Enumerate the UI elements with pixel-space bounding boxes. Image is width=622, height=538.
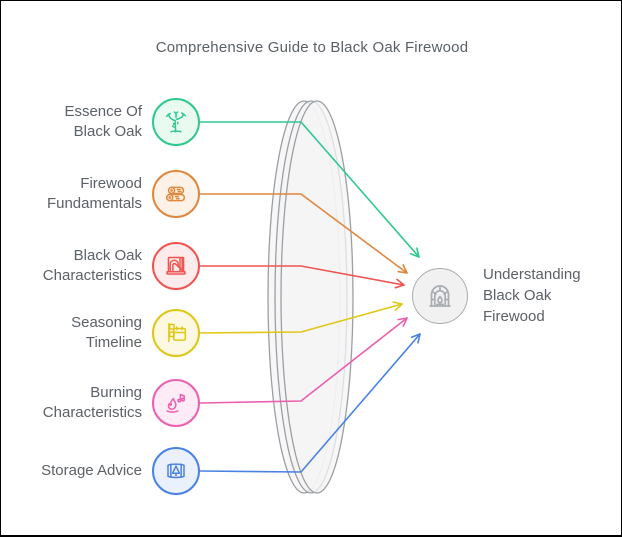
crackling-flame-icon: [166, 393, 186, 413]
topic-node-burning: [152, 379, 200, 427]
timeline-calendar-icon: [168, 322, 187, 343]
flow-arrow-seasoning: [199, 301, 403, 334]
topic-node-essence: [152, 98, 200, 146]
stacked-logs-icon: [165, 186, 186, 202]
topic-label: Firewood Fundamentals: [46, 175, 142, 212]
topic-row-essence: Essence Of Black Oak: [32, 98, 200, 146]
topic-label: Burning Characteristics: [42, 384, 142, 421]
fireplace-icon: [429, 285, 451, 307]
flow-arrow-fundamentals: [199, 193, 408, 274]
topic-row-storage: Storage Advice: [32, 447, 200, 495]
center-node-understanding: [412, 268, 468, 324]
oak-tree-icon: [165, 111, 187, 133]
lens-shape: [267, 100, 354, 494]
flow-arrow-essence: [199, 121, 420, 258]
topic-label: Black Oak Characteristics: [42, 247, 142, 284]
center-node-label: Understanding Black Oak Firewood: [483, 266, 581, 325]
topic-node-seasoning: [152, 309, 200, 357]
flow-arrow-storage: [199, 333, 421, 473]
flow-arrow-characteristics: [199, 265, 405, 289]
wood-grain-icon: [166, 256, 186, 275]
topic-node-characteristics: [152, 242, 200, 290]
topic-row-seasoning: Seasoning Timeline: [32, 309, 200, 357]
page-title: Comprehensive Guide to Black Oak Firewoo…: [155, 39, 469, 56]
topic-node-fundamentals: [152, 170, 200, 218]
topic-label: Storage Advice: [41, 462, 142, 479]
topic-label: Seasoning Timeline: [71, 314, 142, 351]
topic-label: Essence Of Black Oak: [64, 103, 142, 140]
topic-row-fundamentals: Firewood Fundamentals: [32, 170, 200, 218]
flow-arrow-burning: [199, 317, 408, 404]
topic-row-burning: Burning Characteristics: [32, 379, 200, 427]
topic-row-characteristics: Black Oak Characteristics: [32, 242, 200, 290]
topic-node-storage: [152, 447, 200, 495]
log-storage-icon: [167, 463, 185, 479]
